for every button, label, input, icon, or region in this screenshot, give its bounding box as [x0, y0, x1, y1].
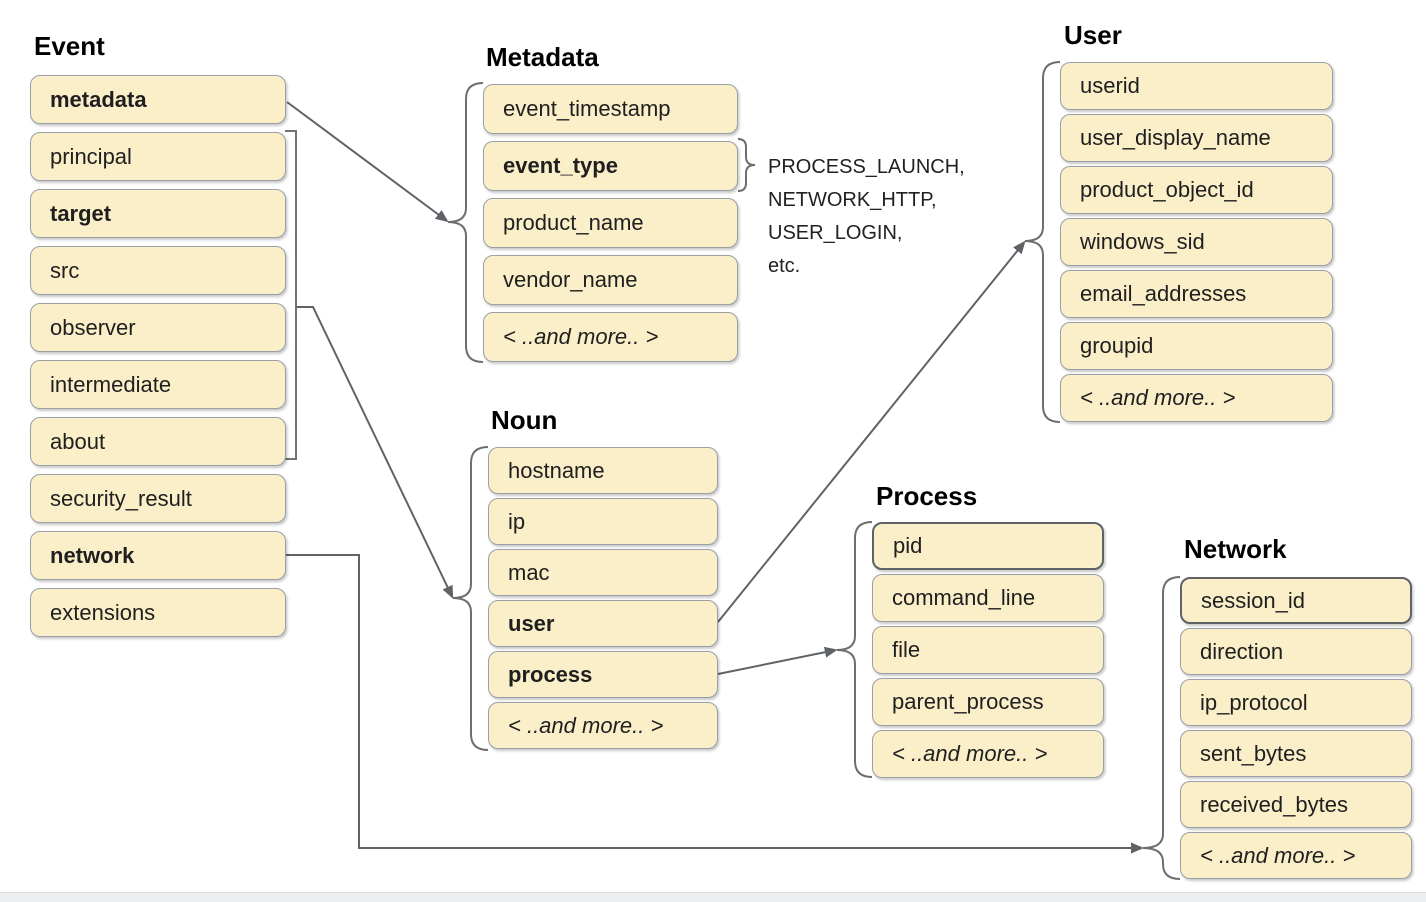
- event-type-example: USER_LOGIN,: [768, 222, 903, 244]
- event-field-principal: principal: [30, 132, 286, 181]
- event-field-intermediate: intermediate: [30, 360, 286, 409]
- arrow-network-to-network-group: [286, 554, 1144, 854]
- event-type-example: PROCESS_LAUNCH,: [768, 156, 965, 178]
- event-group-title: Event: [34, 31, 105, 61]
- event-field-src: src: [30, 246, 286, 295]
- metadata-brace: [447, 82, 484, 363]
- event-noun-fields-bracket: [285, 130, 297, 460]
- network-group-title: Network: [1184, 534, 1287, 564]
- noun-field-user: user: [488, 600, 718, 647]
- network-field-session_id: session_id: [1180, 577, 1412, 624]
- event-field-network: network: [30, 531, 286, 580]
- event-field-metadata: metadata: [30, 75, 286, 124]
- arrow-metadata-to-metadata-group: [286, 101, 449, 223]
- process-field-andmore: < ..and more.. >: [872, 730, 1104, 778]
- event-field-security_result: security_result: [30, 474, 286, 523]
- network-field-sent_bytes: sent_bytes: [1180, 730, 1412, 777]
- page-bottom-strip: [0, 892, 1426, 902]
- arrow-process-to-process-group: [717, 646, 838, 675]
- noun-brace: [452, 446, 489, 751]
- user-group-title: User: [1064, 20, 1122, 50]
- user-field-product_object_id: product_object_id: [1060, 166, 1333, 214]
- user-brace: [1024, 61, 1061, 423]
- process-field-parent_process: parent_process: [872, 678, 1104, 726]
- noun-field-hostname: hostname: [488, 447, 718, 494]
- metadata-field-event_type: event_type: [483, 141, 738, 191]
- event-field-target: target: [30, 189, 286, 238]
- event-field-observer: observer: [30, 303, 286, 352]
- metadata-field-event_timestamp: event_timestamp: [483, 84, 738, 134]
- event-type-example: etc.: [768, 255, 801, 277]
- noun-field-process: process: [488, 651, 718, 698]
- metadata-group-title: Metadata: [486, 42, 599, 72]
- arrow-user-to-user-group: [717, 240, 1026, 623]
- noun-field-ip: ip: [488, 498, 718, 545]
- network-field-andmore: < ..and more.. >: [1180, 832, 1412, 879]
- noun-group-title: Noun: [491, 405, 558, 435]
- event-type-brace: [737, 138, 756, 192]
- noun-field-mac: mac: [488, 549, 718, 596]
- metadata-field-vendor_name: vendor_name: [483, 255, 738, 305]
- process-field-pid: pid: [872, 522, 1104, 570]
- network-field-received_bytes: received_bytes: [1180, 781, 1412, 828]
- event-field-list: metadata principal target src observer interm…: [30, 75, 286, 637]
- arrow-noun-fields-to-noun-group: [296, 306, 454, 599]
- process-brace: [836, 521, 873, 778]
- user-field-andmore: < ..and more.. >: [1060, 374, 1333, 422]
- metadata-field-andmore: < ..and more.. >: [483, 312, 738, 362]
- event-type-example: NETWORK_HTTP,: [768, 189, 937, 211]
- user-field-groupid: groupid: [1060, 322, 1333, 370]
- network-field-direction: direction: [1180, 628, 1412, 675]
- event-type-examples: PROCESS_LAUNCH, NETWORK_HTTP, USER_LOGIN…: [768, 151, 965, 283]
- process-field-file: file: [872, 626, 1104, 674]
- event-field-extensions: extensions: [30, 588, 286, 637]
- metadata-field-product_name: product_name: [483, 198, 738, 248]
- network-field-ip_protocol: ip_protocol: [1180, 679, 1412, 726]
- process-field-command_line: command_line: [872, 574, 1104, 622]
- event-field-about: about: [30, 417, 286, 466]
- network-brace: [1142, 576, 1181, 880]
- noun-field-andmore: < ..and more.. >: [488, 702, 718, 749]
- user-field-email_addresses: email_addresses: [1060, 270, 1333, 318]
- process-group-title: Process: [876, 481, 978, 511]
- user-field-user_display_name: user_display_name: [1060, 114, 1333, 162]
- user-field-userid: userid: [1060, 62, 1333, 110]
- user-field-windows_sid: windows_sid: [1060, 218, 1333, 266]
